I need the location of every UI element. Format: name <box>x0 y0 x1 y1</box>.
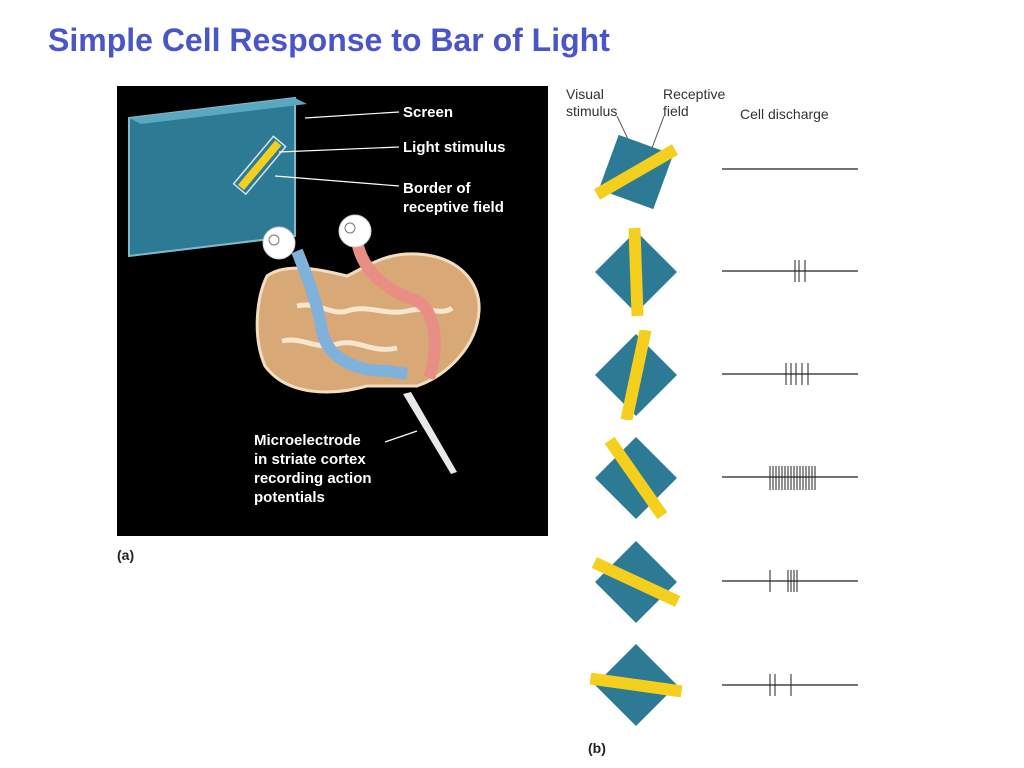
brain-recording-diagram <box>128 96 481 474</box>
stimulus-row-5 <box>580 537 880 627</box>
stimulus-row-2-graphic <box>594 227 858 317</box>
right-eye <box>338 214 372 248</box>
stimulus-row-4 <box>580 433 880 523</box>
stimulus-row-5-graphic <box>591 540 858 624</box>
slide-title: Simple Cell Response to Bar of Light <box>48 22 610 58</box>
stimulus-row-6 <box>580 640 880 730</box>
stimulus-row-1 <box>580 127 880 217</box>
label-electrode-line3: recording action <box>254 470 372 487</box>
screen-shape <box>128 96 296 258</box>
label-electrode-line1: Microelectrode <box>254 432 361 449</box>
header-field-line1: Receptive <box>663 86 726 102</box>
label-border-line1: Border of <box>403 180 471 197</box>
caption-b: (b) <box>588 740 606 756</box>
label-screen: Screen <box>403 104 454 121</box>
header-visual-line2: stimulus <box>566 103 618 119</box>
label-electrode-line4: potentials <box>254 489 325 506</box>
stimulus-row-4-graphic <box>594 436 858 520</box>
header-visual-line1: Visual <box>566 86 604 102</box>
stimulus-row-2 <box>580 227 880 317</box>
stimulus-row-3-graphic <box>594 330 858 420</box>
panel-a-illustration: Screen Light stimulus Border of receptiv… <box>117 86 548 536</box>
stimulus-row-1-graphic <box>594 134 858 210</box>
label-border-line2: receptive field <box>403 199 504 216</box>
screen-stimulus-bar <box>232 135 287 196</box>
stimulus-row-3 <box>580 330 880 420</box>
optic-pathway-red <box>351 239 441 381</box>
header-field-line2: field <box>663 103 689 119</box>
microelectrode <box>403 392 457 474</box>
header-cell-discharge: Cell discharge <box>740 106 829 122</box>
caption-a: (a) <box>117 547 135 563</box>
label-light-stimulus: Light stimulus <box>403 139 506 156</box>
optic-pathway-blue <box>291 248 408 380</box>
left-eye <box>262 226 296 260</box>
stimulus-row-6-graphic <box>589 643 858 727</box>
label-electrode-line2: in striate cortex <box>254 451 366 468</box>
